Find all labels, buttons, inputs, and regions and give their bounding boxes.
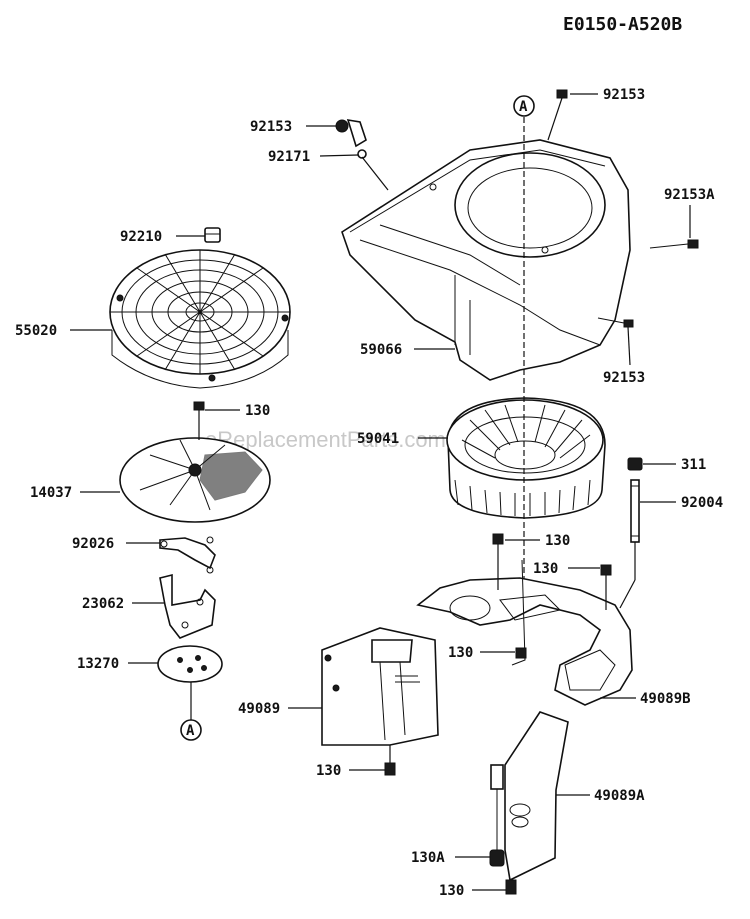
bolt-130-baffle-top[interactable] (492, 533, 504, 590)
leader-lines (70, 93, 691, 891)
label-55020: 55020 (15, 323, 57, 339)
label-92153-left: 92153 (250, 119, 292, 135)
bolt-130-lower-left[interactable] (384, 745, 396, 776)
label-130-lower-left: 130 (316, 763, 341, 779)
cooling-fan-59041[interactable] (446, 397, 606, 519)
label-59066: 59066 (360, 342, 402, 358)
label-49089B: 49089B (640, 691, 691, 707)
bolt-130-bottom[interactable] (505, 879, 517, 895)
label-92171: 92171 (268, 149, 310, 165)
reference-marker-top: A (513, 95, 535, 600)
fan-plate-14037[interactable] (119, 437, 271, 523)
label-92210: 92210 (120, 229, 162, 245)
baffle-49089A[interactable] (504, 711, 569, 882)
nut-92210[interactable] (204, 227, 221, 243)
plate-13270[interactable] (157, 645, 223, 683)
label-130-bottom: 130 (439, 883, 464, 899)
reference-marker-bottom: A (180, 682, 202, 741)
baffle-49089[interactable] (321, 627, 439, 746)
nut-311[interactable] (627, 457, 643, 471)
bolt-130A[interactable] (489, 764, 505, 867)
label-49089: 49089 (238, 701, 280, 717)
bolt-92153-left[interactable] (335, 118, 367, 148)
stud-92004[interactable] (619, 479, 640, 609)
label-130-plate: 130 (245, 403, 270, 419)
label-130-baffle-top: 130 (545, 533, 570, 549)
label-92153A: 92153A (664, 187, 715, 203)
label-92026: 92026 (72, 536, 114, 552)
bolt-130-baffle-mid[interactable] (515, 647, 527, 659)
blower-housing-59066[interactable] (341, 139, 631, 381)
label-59041: 59041 (357, 431, 399, 447)
clip-92171[interactable] (357, 149, 367, 159)
label-311: 311 (681, 457, 706, 473)
label-92153-top: 92153 (603, 87, 645, 103)
fan-screen-55020[interactable] (109, 249, 291, 389)
label-13270: 13270 (77, 656, 119, 672)
bolt-92153-top[interactable] (547, 89, 568, 141)
bolt-92153A[interactable] (649, 239, 699, 249)
label-130-baffle-mid: 130 (448, 645, 473, 661)
baffle-49089B[interactable] (416, 559, 633, 706)
reference-marker-top-label: A (519, 99, 528, 115)
diagram-code: E0150-A520B (563, 14, 682, 35)
bracket-23062[interactable] (159, 573, 216, 639)
label-14037: 14037 (30, 485, 72, 501)
reference-marker-bottom-label: A (186, 723, 195, 739)
watermark: eReplacementParts.com (205, 427, 446, 452)
label-130A: 130A (411, 850, 445, 866)
label-49089A: 49089A (594, 788, 645, 804)
label-92153-right: 92153 (603, 370, 645, 386)
bolt-130-baffle-right[interactable] (600, 564, 612, 610)
bracket-92026[interactable] (159, 536, 216, 574)
label-92004: 92004 (681, 495, 723, 511)
label-23062: 23062 (82, 596, 124, 612)
label-130-baffle-right: 130 (533, 561, 558, 577)
bolt-130-plate[interactable] (193, 401, 205, 440)
